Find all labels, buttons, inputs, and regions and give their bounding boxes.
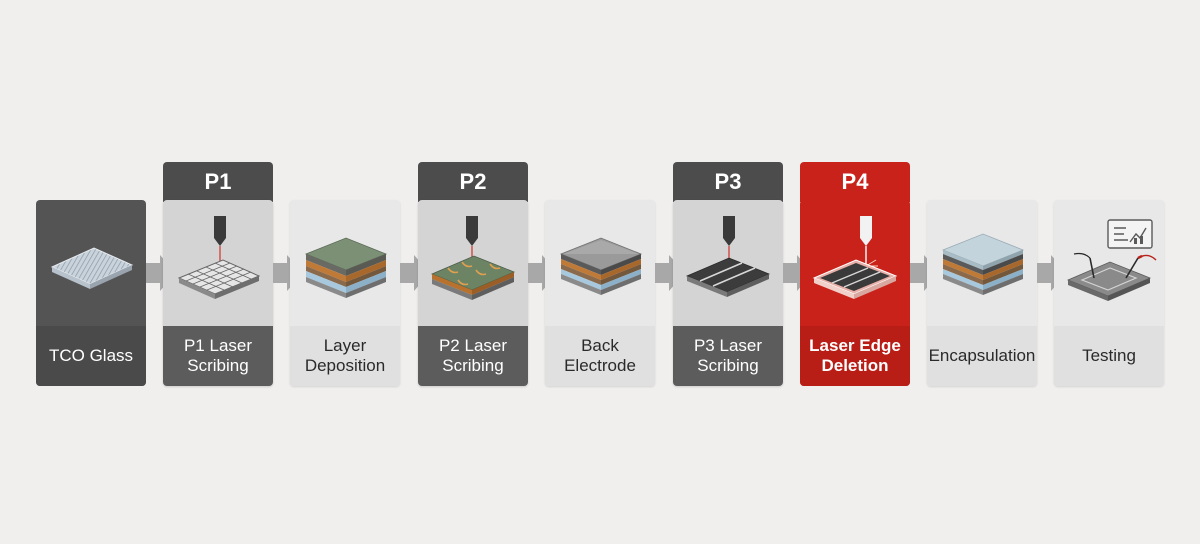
arrow-icon [146,255,176,291]
step-encapsulation: Encapsulation [927,200,1037,386]
back-electrode-icon [545,200,655,326]
step-label: TCO Glass [36,326,146,386]
step-p2-laser-scribing: P2 Laser Scribing [418,200,528,386]
arrow-icon [783,255,813,291]
tab-p2: P2 [418,162,528,202]
tab-p1: P1 [163,162,273,202]
step-label: Testing [1054,326,1164,386]
encapsulation-icon [927,200,1037,326]
step-label: Encapsulation [927,326,1037,386]
p3-laser-scribing-icon [673,200,783,326]
step-tco-glass: TCO Glass [36,200,146,386]
step-label: P2 Laser Scribing [418,326,528,386]
step-layer-deposition: Layer Deposition [290,200,400,386]
tab-p3: P3 [673,162,783,202]
step-p3-laser-scribing: P3 Laser Scribing [673,200,783,386]
tab-p4: P4 [800,162,910,202]
arrow-icon [273,255,303,291]
laser-edge-deletion-icon [800,200,910,326]
p1-laser-scribing-icon [163,200,273,326]
tco-glass-icon [36,200,146,326]
step-testing: Testing [1054,200,1164,386]
step-p1-laser-scribing: P1 Laser Scribing [163,200,273,386]
step-laser-edge-deletion: Laser Edge Deletion [800,200,910,386]
step-back-electrode: Back Electrode [545,200,655,386]
p2-laser-scribing-icon [418,200,528,326]
arrow-icon [1037,255,1067,291]
testing-icon [1054,200,1164,326]
arrow-icon [400,255,430,291]
layer-deposition-icon [290,200,400,326]
step-label: P3 Laser Scribing [673,326,783,386]
arrow-icon [528,255,558,291]
arrow-icon [910,255,940,291]
step-label: P1 Laser Scribing [163,326,273,386]
step-label: Layer Deposition [290,326,400,386]
step-label: Back Electrode [545,326,655,386]
arrow-icon [655,255,685,291]
step-label: Laser Edge Deletion [800,326,910,386]
